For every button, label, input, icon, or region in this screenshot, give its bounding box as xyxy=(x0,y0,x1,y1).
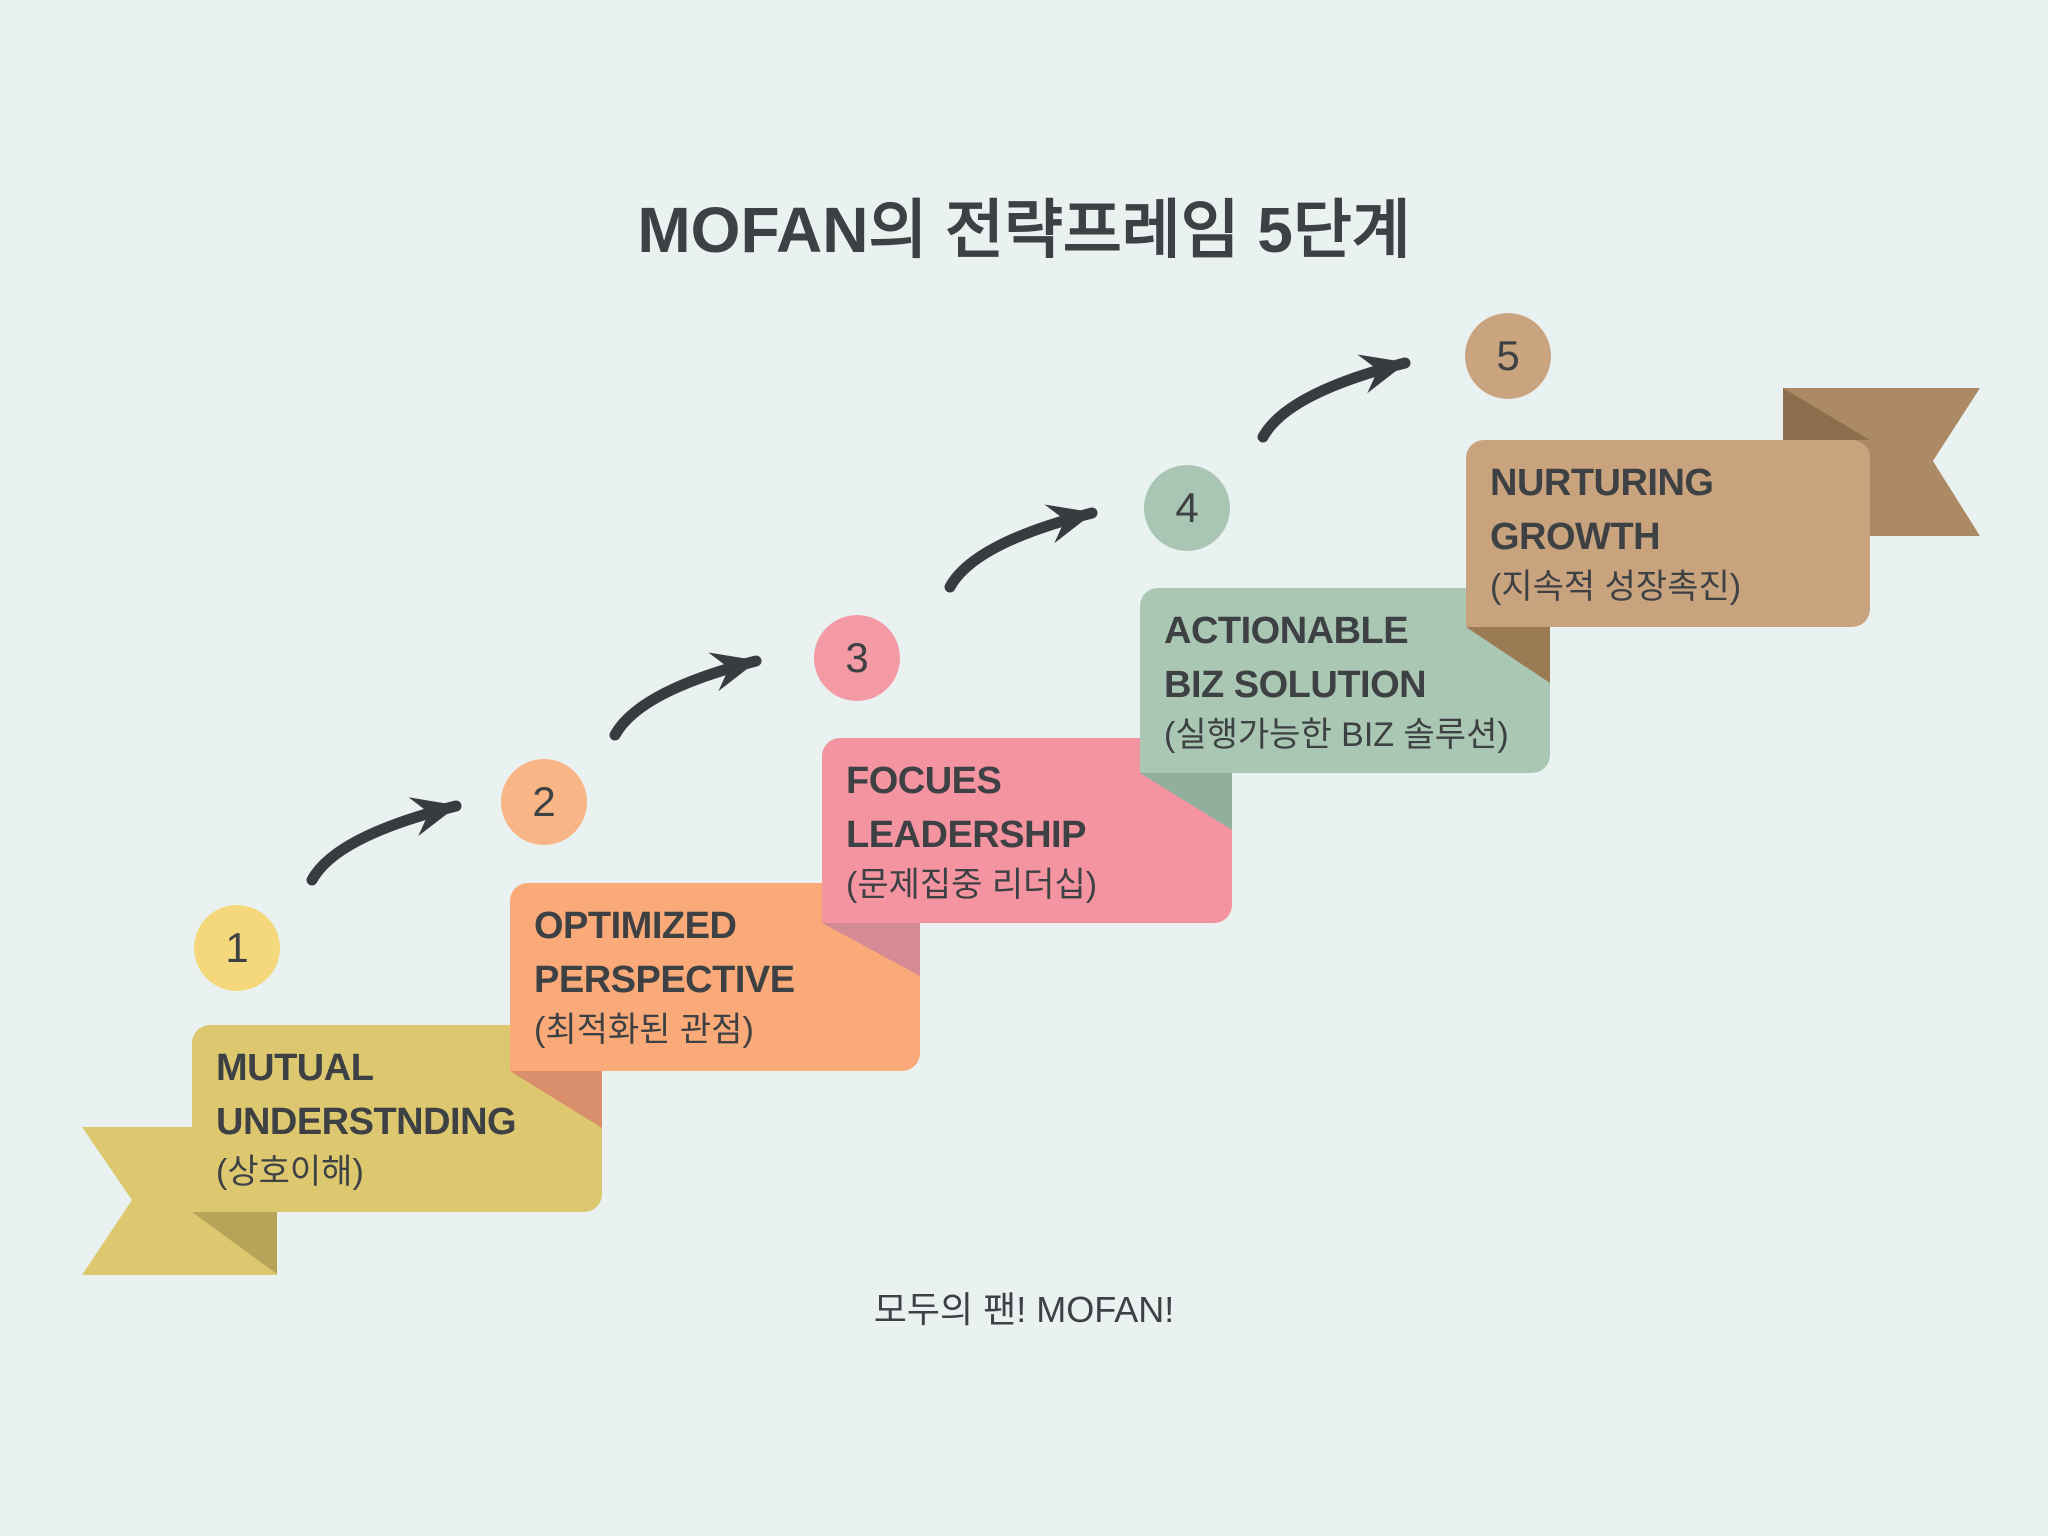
step-5-title-line1: NURTURING xyxy=(1490,462,1714,504)
curved-arrow-3-icon xyxy=(944,504,1098,593)
step-5-number: 5 xyxy=(1496,332,1520,379)
step-circle-4: 4 xyxy=(1144,465,1230,551)
curved-arrow-4-icon xyxy=(1257,354,1411,443)
step-4-number: 4 xyxy=(1175,484,1199,531)
step-4-title-line1: ACTIONABLE xyxy=(1164,610,1409,652)
step-4-subtitle: (실행가능한 BIZ 솔루션) xyxy=(1164,716,1509,754)
step-2-title-line1: OPTIMIZED xyxy=(534,905,737,947)
step-3-title-line2: LEADERSHIP xyxy=(846,814,1086,856)
curved-arrow-2-icon xyxy=(609,652,762,741)
step-2-title-line2: PERSPECTIVE xyxy=(534,959,795,1001)
step-3-title-line1: FOCUES xyxy=(846,760,1002,802)
page-title: MOFAN의 전략프레임 5단계 xyxy=(637,194,1411,266)
footer-caption: 모두의 팬! MOFAN! xyxy=(873,1289,1175,1330)
step-5-subtitle: (지속적 성장촉진) xyxy=(1490,568,1742,606)
step-1-number: 1 xyxy=(225,924,249,971)
step-circle-2: 2 xyxy=(501,759,587,845)
step-block-5: NURTURING GROWTH (지속적 성장촉진) xyxy=(1466,440,1870,627)
step-1-subtitle: (상호이해) xyxy=(216,1153,364,1191)
step-3-number: 3 xyxy=(845,634,869,681)
curved-arrow-1-icon xyxy=(306,797,462,886)
step-1-title-line2: UNDERSTNDING xyxy=(216,1101,517,1143)
step-1-title-line1: MUTUAL xyxy=(216,1047,374,1089)
step-3-subtitle: (문제집중 리더십) xyxy=(846,866,1098,904)
step-2-subtitle: (최적화된 관점) xyxy=(534,1011,754,1049)
step-circle-5: 5 xyxy=(1465,313,1551,399)
step-2-number: 2 xyxy=(532,778,556,825)
step-circle-3: 3 xyxy=(814,615,900,701)
step-circle-1: 1 xyxy=(194,905,280,991)
step-4-title-line2: BIZ SOLUTION xyxy=(1164,664,1427,706)
step-5-title-line2: GROWTH xyxy=(1490,516,1661,558)
